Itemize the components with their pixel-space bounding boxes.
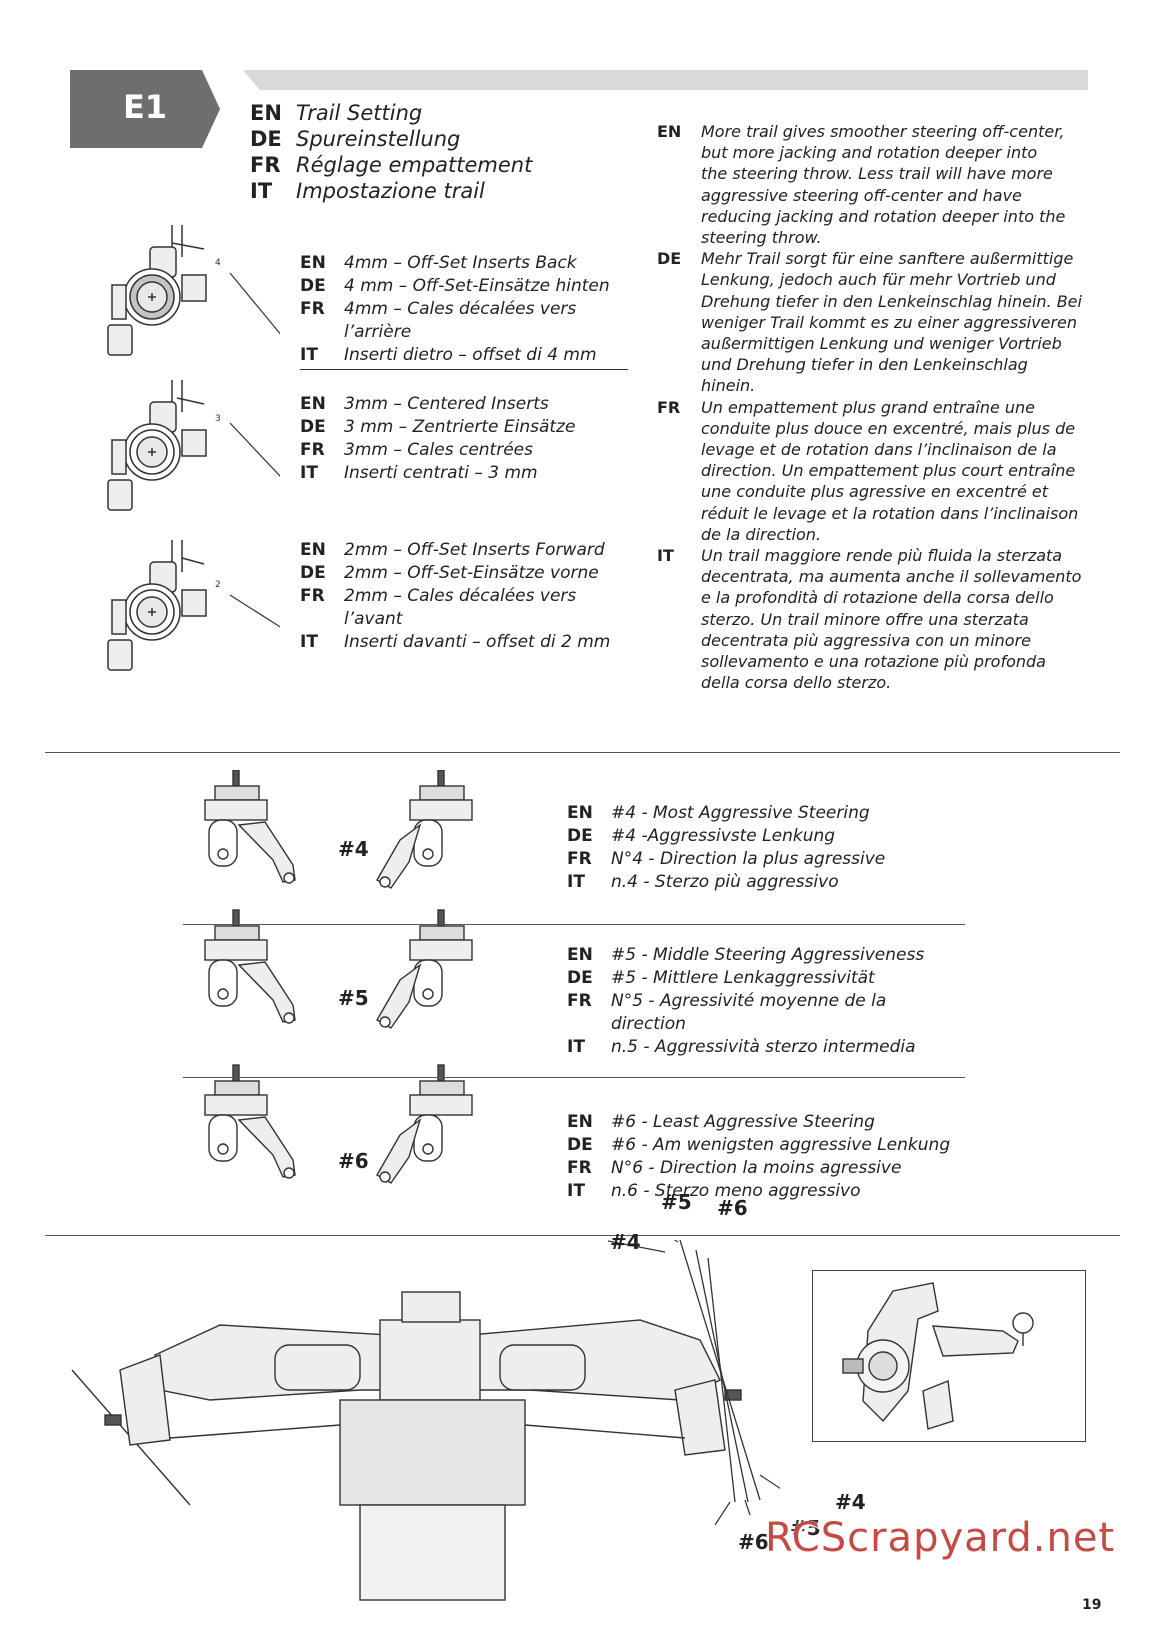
dim-4: 4 [215, 258, 221, 268]
section-divider-2 [45, 1235, 1120, 1236]
steering-divider-1 [183, 924, 965, 925]
pivot-label-4-bottom: #4 [835, 1490, 866, 1514]
steering-label-6: #6 [338, 1149, 369, 1173]
pivot-label-6-bottom: #6 [738, 1530, 769, 1554]
dim-2: 2 [215, 580, 221, 590]
steering-label-5: #5 [338, 986, 369, 1010]
section-divider [45, 752, 1120, 753]
arm-6-left [204, 1064, 296, 1179]
steering-label-4: #4 [338, 837, 369, 861]
step-number: E1 [122, 88, 168, 126]
spindle-4mm-diagram [107, 225, 207, 356]
pivot-label-5-top: #5 [661, 1190, 692, 1214]
desc-it: IT Un trail maggiore rende più fluida la… [657, 546, 1082, 693]
trail-description: EN More trail gives smoother steering of… [657, 121, 1097, 693]
pivot-label-5-bottom: #5 [790, 1516, 821, 1540]
arm-5-right [376, 909, 473, 1029]
trail-spindle-diagrams: 4 3 2 [107, 225, 280, 671]
step-tab [70, 70, 220, 148]
inset-detail-box [812, 1270, 1086, 1442]
steering-option-6: EN#6 - Least Aggressive Steering DE#6 - … [567, 1112, 951, 1201]
spindle-3mm-diagram [107, 380, 207, 511]
pivot-label-4-top: #4 [610, 1230, 641, 1254]
arm-6-right [376, 1064, 473, 1184]
header-bar [243, 70, 1088, 90]
steering-arm-diagrams [204, 770, 473, 1184]
spindle-2mm-diagram [107, 540, 207, 671]
desc-fr: FR Un empattement plus grand entraîne un… [657, 397, 1079, 544]
desc-de: DE Mehr Trail sorgt für eine sanftere au… [657, 249, 1082, 396]
desc-en: EN More trail gives smoother steering of… [657, 122, 1066, 248]
arm-5-left [204, 909, 296, 1024]
steering-divider-2 [183, 1077, 965, 1078]
front-chassis-diagram [71, 1240, 780, 1601]
dim-3: 3 [215, 414, 221, 424]
arm-4-right [376, 770, 473, 889]
inset-knuckle-drawing [842, 1282, 1034, 1430]
pivot-label-6-top: #6 [717, 1196, 748, 1220]
steering-option-4: EN#4 - Most Aggressive Steering DE#4 -Ag… [567, 803, 886, 892]
watermark: RCScrapyard.net [765, 1515, 1116, 1561]
page-number: 19 [1082, 1597, 1102, 1613]
steering-option-5: EN#5 - Middle Steering Aggressiveness DE… [567, 945, 925, 1057]
arm-4-left [204, 770, 296, 884]
